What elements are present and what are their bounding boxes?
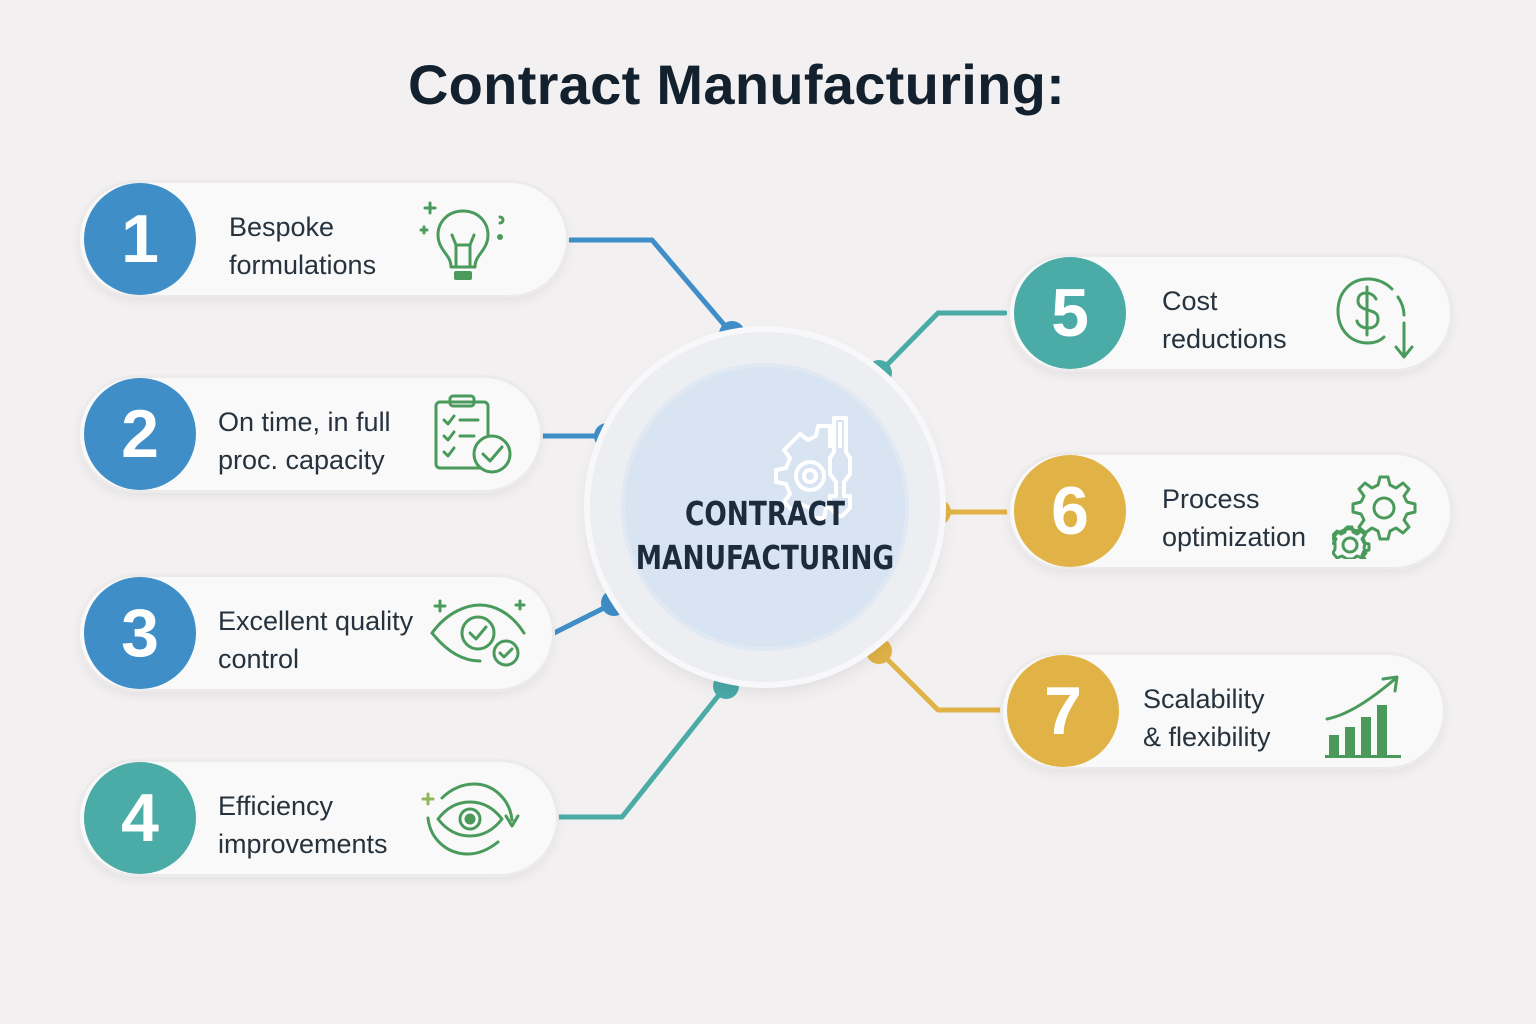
benefit-4-line2: improvements (218, 829, 388, 859)
benefit-7-line2: & flexibility (1143, 722, 1271, 752)
benefit-text-1: Bespoke formulations (229, 208, 439, 284)
number-badge-7: 7 (1007, 655, 1119, 767)
clipboard-check-icon (434, 394, 512, 474)
number-badge-6: 6 (1014, 455, 1126, 567)
benefit-2-line2: proc. capacity (218, 445, 385, 475)
benefit-card-5: 5 Cost reductions (1010, 257, 1450, 369)
benefit-5-line2: reductions (1162, 324, 1287, 354)
number-badge-2: 2 (84, 378, 196, 490)
benefit-1-line2: formulations (229, 250, 377, 280)
benefit-card-6: 6 Process optimization (1010, 455, 1450, 567)
benefit-text-2: On time, in full proc. capacity (218, 403, 428, 479)
growth-chart-icon (1325, 675, 1401, 758)
hub-label-line2: MANUFACTURING (635, 538, 895, 577)
eye-check-icon (430, 599, 526, 667)
benefit-card-1: 1 Bespoke formulations (80, 183, 566, 295)
benefit-text-6: Process optimization (1162, 480, 1372, 556)
benefit-text-5: Cost reductions (1162, 282, 1372, 358)
number-badge-5: 5 (1014, 257, 1126, 369)
connector-7 (876, 648, 1004, 713)
benefit-6-line1: Process (1162, 484, 1260, 514)
central-hub: CONTRACT MANUFACTURING (590, 332, 940, 682)
number-badge-3: 3 (84, 577, 196, 689)
number-badge-4: 4 (84, 762, 196, 874)
benefit-text-4: Efficiency improvements (218, 787, 428, 863)
benefit-6-line2: optimization (1162, 522, 1307, 552)
hub-label: CONTRACT MANUFACTURING (625, 492, 905, 580)
connector-4 (555, 683, 729, 820)
benefit-1-line1: Bespoke (229, 212, 335, 242)
benefit-card-7: 7 Scalability & flexibility (1003, 655, 1443, 767)
eye-cycle-icon (421, 782, 520, 856)
gear-wrench-icon (774, 416, 852, 520)
benefit-5-line1: Cost (1162, 286, 1218, 316)
number-badge-1: 1 (84, 183, 196, 295)
connector-5 (876, 310, 1008, 376)
lightbulb-icon (419, 201, 505, 280)
benefit-card-2: 2 On time, in full proc. capacity (80, 378, 540, 490)
gears-icon (1332, 475, 1417, 559)
page-title: Contract Manufacturing: (407, 53, 1066, 116)
benefit-3-line2: control (218, 644, 300, 674)
benefit-card-3: 3 Excellent quality control (80, 577, 552, 689)
benefit-text-7: Scalability & flexibility (1143, 680, 1353, 756)
benefit-card-4: 4 Efficiency improvements (80, 762, 556, 874)
dollar-down-icon (1336, 277, 1414, 359)
benefit-7-line1: Scalability (1143, 684, 1265, 714)
hub-label-line1: CONTRACT (684, 494, 846, 533)
hub-inner-circle (621, 363, 909, 651)
benefit-3-line1: Excellent quality (218, 606, 414, 636)
benefit-text-3: Excellent quality control (218, 602, 428, 678)
connector-dot-4 (713, 673, 739, 699)
connector-1 (567, 237, 735, 337)
benefit-2-line1: On time, in full (218, 407, 391, 437)
benefit-4-line1: Efficiency (218, 791, 334, 821)
